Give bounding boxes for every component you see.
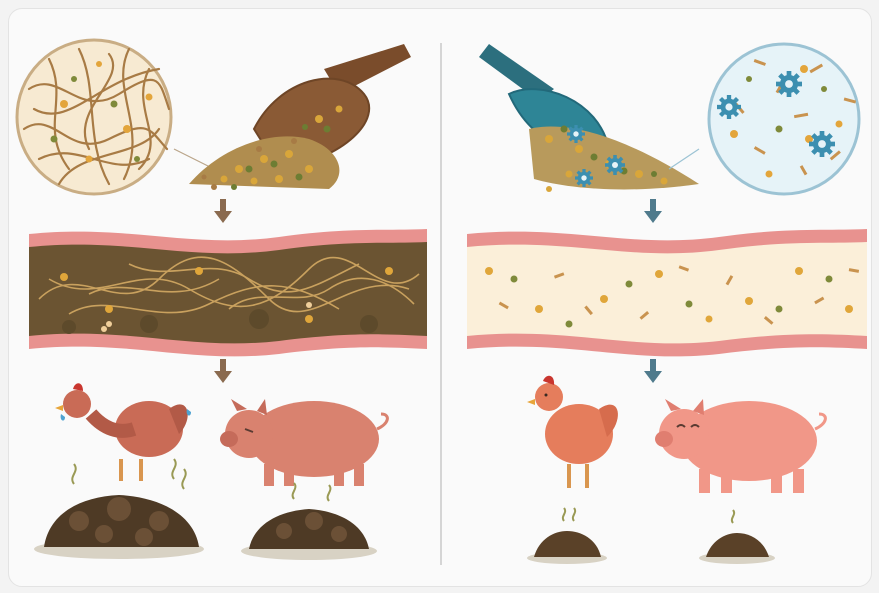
gut-clogged — [29, 229, 427, 356]
feed-scoop-treated — [479, 44, 699, 192]
enzyme-gear-icon — [567, 125, 585, 143]
manure-pile-small — [527, 508, 607, 564]
pig-distressed — [220, 399, 387, 486]
illustration-frame — [8, 8, 872, 587]
manure-pile-medium — [241, 483, 377, 560]
pig-happy — [655, 399, 825, 493]
feed-scoop-untreated — [189, 44, 411, 190]
arrow-down-icon — [644, 359, 662, 383]
enzyme-gear-icon — [575, 169, 593, 187]
chicken-happy — [527, 376, 618, 488]
magnified-fibers-circle — [17, 40, 171, 194]
enzyme-gear-icon — [717, 95, 741, 119]
right-panel — [467, 44, 867, 564]
enzyme-gear-icon — [605, 155, 625, 175]
manure-pile-small — [699, 510, 775, 564]
gut-clear — [467, 229, 867, 356]
enzyme-gear-icon — [809, 131, 835, 157]
enzyme-gear-icon — [776, 71, 802, 97]
comparison-illustration — [9, 9, 871, 586]
left-panel — [17, 40, 427, 560]
magnified-enzymes-circle — [709, 44, 859, 194]
arrow-down-icon — [214, 359, 232, 383]
arrow-down-icon — [214, 199, 232, 223]
arrow-down-icon — [644, 199, 662, 223]
